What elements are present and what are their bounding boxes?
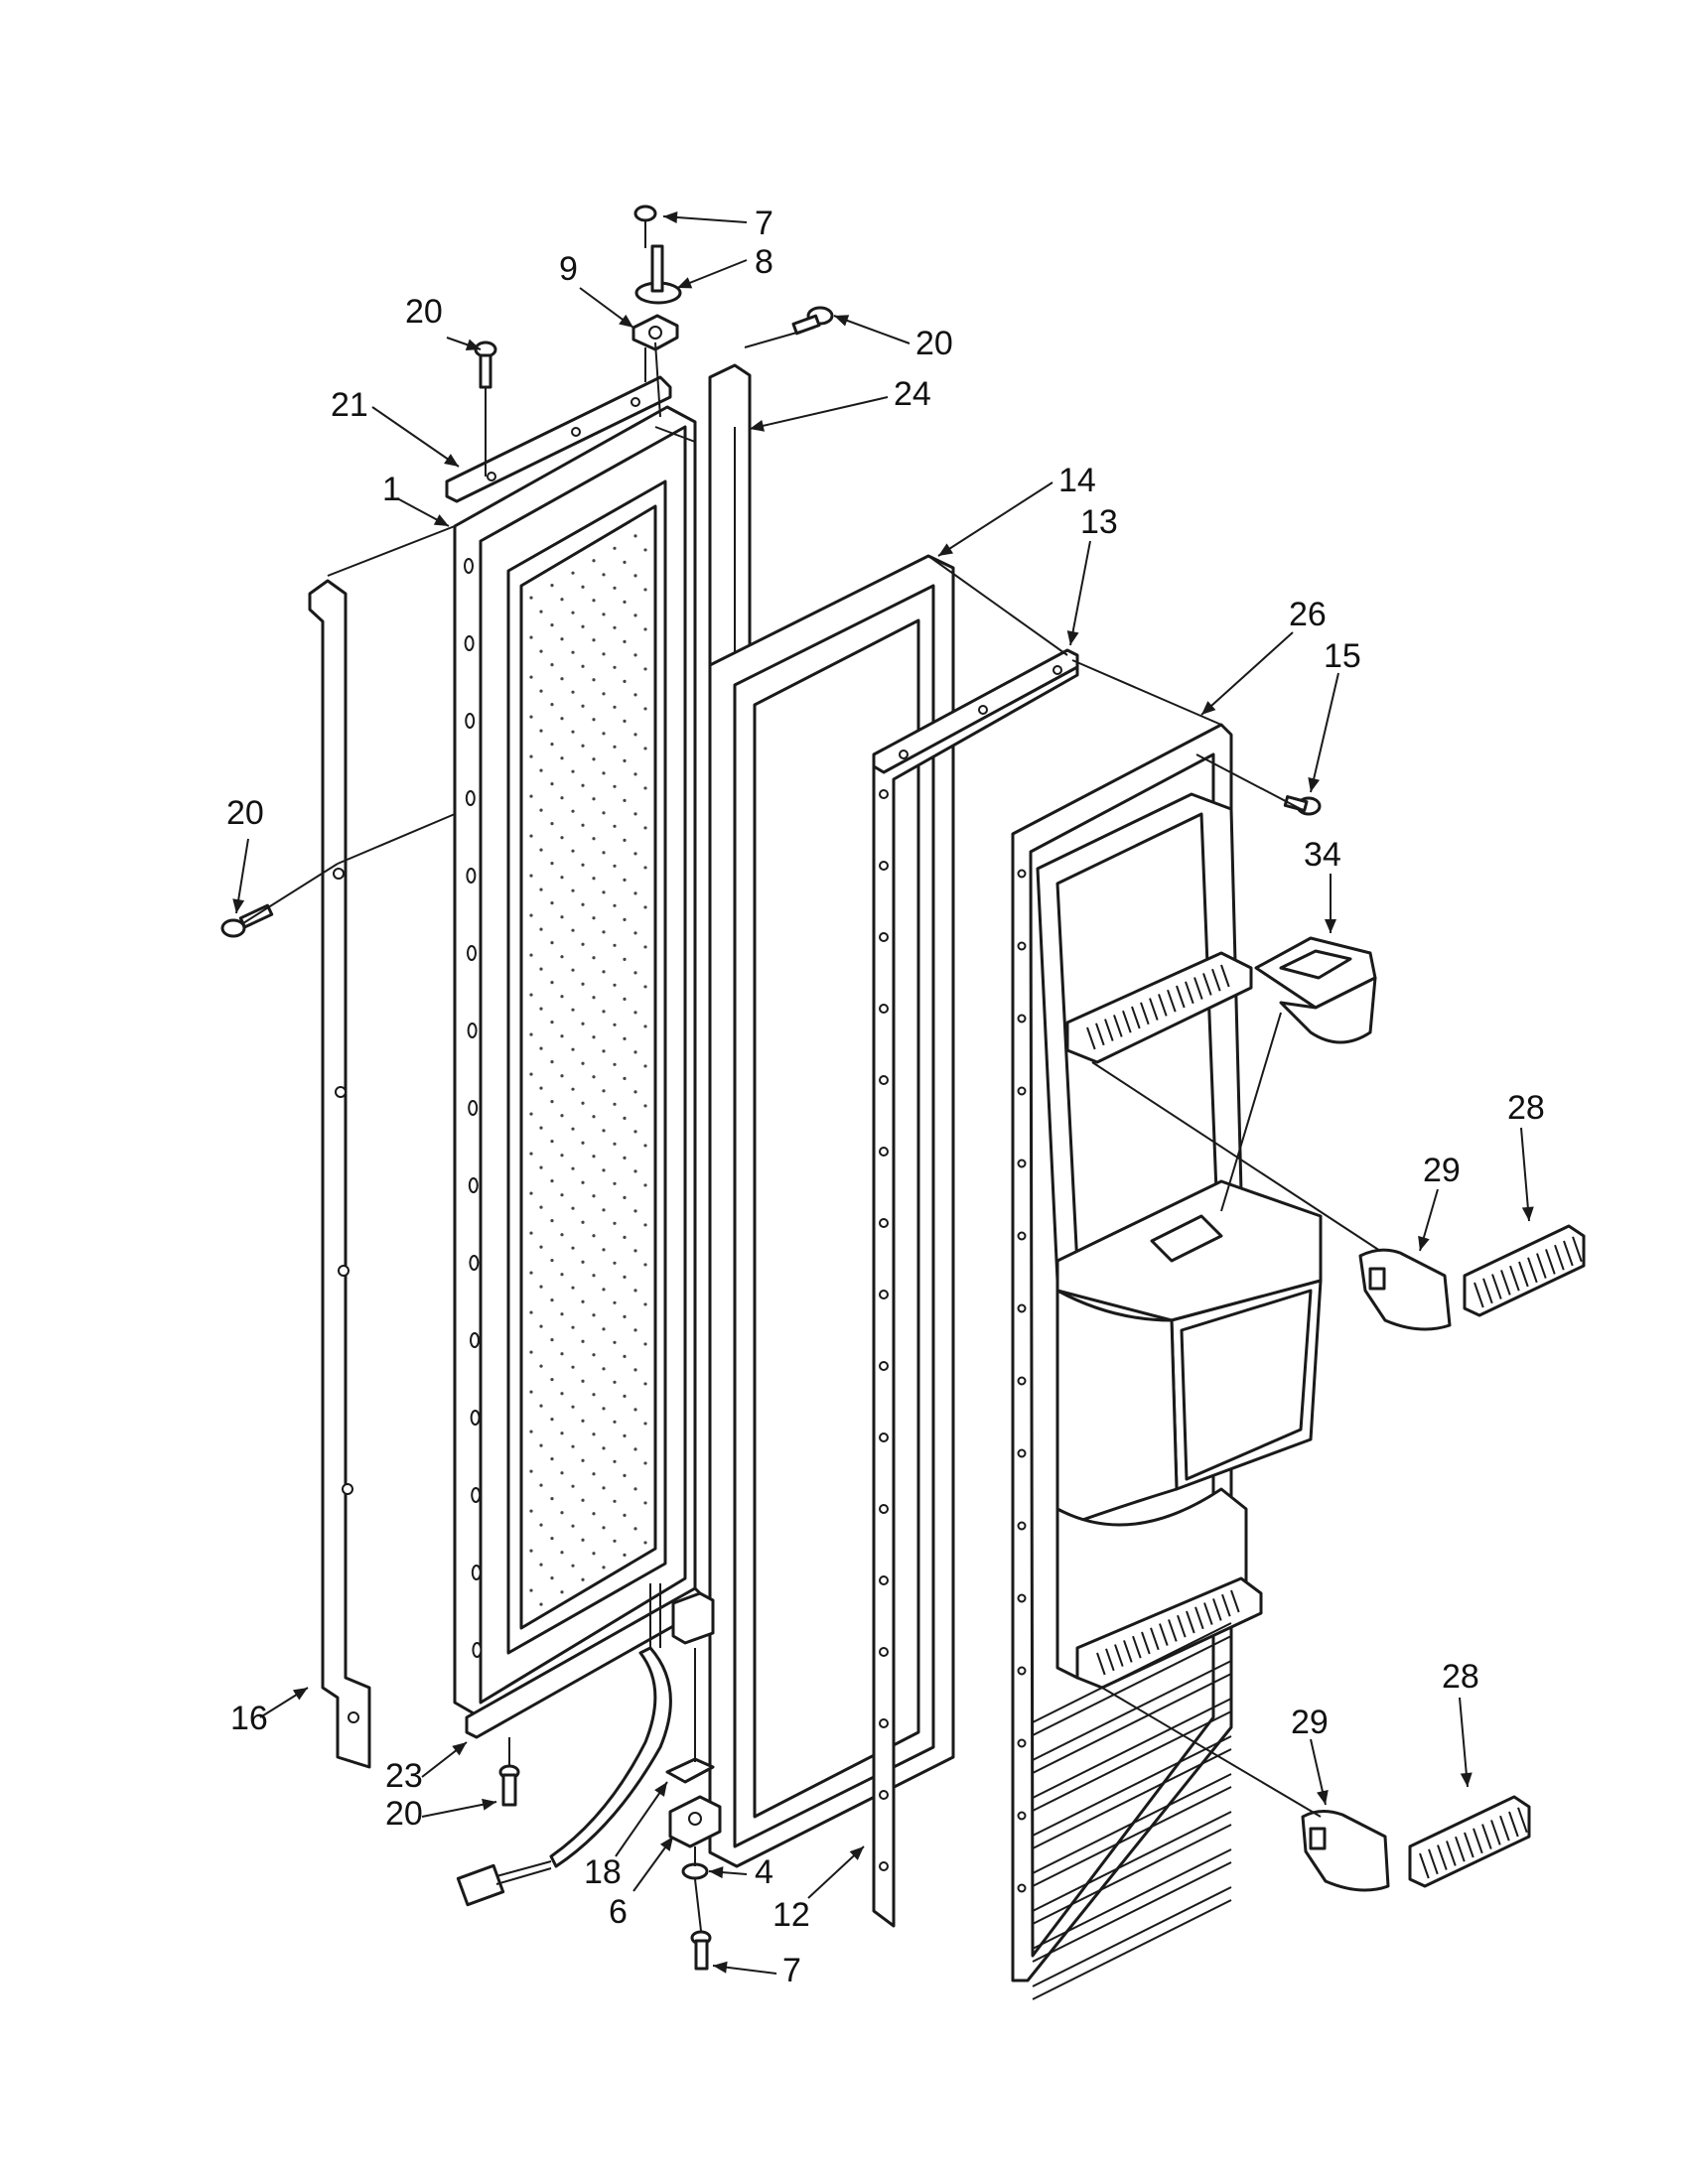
callout-9: 9 [559, 250, 578, 288]
callout-28-lower: 28 [1442, 1658, 1479, 1696]
part-28-lower [1408, 1795, 1531, 1888]
part-4-washer [681, 1862, 709, 1880]
liner-holes [464, 558, 483, 1658]
callout-26: 26 [1289, 596, 1327, 633]
callout-8: 8 [755, 243, 773, 281]
callout-28-upper: 28 [1507, 1089, 1545, 1127]
callout-23: 23 [385, 1757, 423, 1795]
part-7-screw-top [633, 205, 657, 248]
callout-7-bottom: 7 [782, 1952, 801, 1989]
grille-28-lower-slats [1419, 1807, 1528, 1879]
part-9-hinge [632, 314, 679, 382]
callout-34: 34 [1304, 836, 1341, 874]
door-louvers [1032, 1622, 1232, 2000]
callout-1: 1 [382, 471, 401, 508]
panel-holes [1017, 869, 1027, 1893]
callout-29-upper: 29 [1423, 1152, 1461, 1189]
part-6-hinge-bracket [668, 1795, 722, 1848]
part-21-top-bracket [445, 375, 672, 503]
callout-12: 12 [772, 1896, 810, 1934]
wire-harness [456, 1583, 672, 1907]
callout-leaders [232, 211, 1534, 1975]
callout-20-bottom: 20 [385, 1795, 423, 1833]
part-20-screw-top-left [474, 341, 497, 389]
callout-21: 21 [331, 386, 368, 424]
callout-14: 14 [1058, 462, 1096, 499]
part-13-top-trim [872, 648, 1079, 774]
explode-lines [242, 327, 1381, 1932]
callout-20-left: 20 [226, 794, 264, 832]
foam-texture [529, 534, 647, 1606]
callout-7-top: 7 [755, 205, 773, 242]
shelf-grille-top [1086, 964, 1230, 1050]
part-16-panel [308, 579, 371, 1769]
callout-16: 16 [230, 1700, 268, 1737]
callout-20-top-left: 20 [405, 293, 443, 331]
part-1-door-liner [453, 405, 697, 1719]
part-20-screw-bottom [498, 1764, 520, 1807]
part-29-lower [1301, 1810, 1390, 1892]
part-18-hinge-plate [665, 1591, 715, 1784]
callout-18: 18 [584, 1853, 622, 1891]
part-34-chute [1254, 936, 1377, 1044]
shelf-grille-bottom [1096, 1589, 1240, 1676]
grille-28-upper-slats [1474, 1236, 1583, 1308]
part-26-door-panel [1011, 723, 1323, 2000]
callout-labels: 7 8 9 20 20 24 21 1 14 13 26 15 20 34 28… [226, 205, 1545, 1989]
callout-29-lower: 29 [1291, 1704, 1329, 1741]
callout-24: 24 [894, 375, 931, 413]
part-28-upper [1463, 1224, 1586, 1317]
part-15-screw [1283, 795, 1322, 816]
part-29-upper [1358, 1248, 1452, 1331]
part-7-screw-bottom [690, 1930, 712, 1971]
trim-holes [879, 789, 889, 1871]
callout-4: 4 [755, 1853, 773, 1891]
callout-15: 15 [1324, 637, 1361, 675]
callout-20-top-right: 20 [915, 325, 953, 362]
part-20-screw-top-right [791, 306, 834, 336]
callout-13: 13 [1080, 503, 1118, 541]
part-8-hinge-pin [634, 244, 682, 305]
callout-6: 6 [609, 1893, 628, 1931]
